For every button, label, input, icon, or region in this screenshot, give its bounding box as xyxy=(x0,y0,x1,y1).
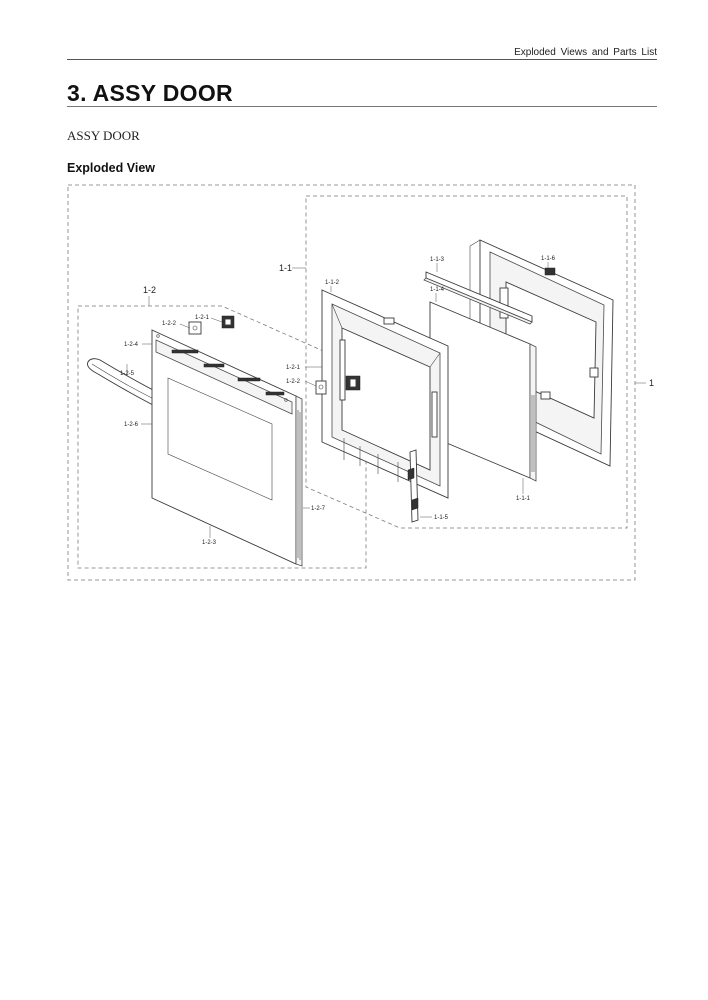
callout-1-2-1-upper: 1-2-1 xyxy=(195,315,210,321)
callout-1-2-1-lower: 1-2-1 xyxy=(286,365,301,371)
callout-1-2-3: 1-2-3 xyxy=(202,540,217,546)
callout-1-1-1: 1-1-1 xyxy=(516,496,531,502)
part-small-bracket-lower xyxy=(315,380,327,395)
callout-1-1: 1-1 xyxy=(279,263,292,273)
callout-1-1-6: 1-1-6 xyxy=(541,256,556,262)
callout-1-2-6: 1-2-6 xyxy=(124,422,139,428)
part-top-bar xyxy=(423,271,533,325)
section-title: 3. ASSY DOOR xyxy=(67,80,233,106)
part-inner-frame xyxy=(321,289,449,499)
section-subtitle: ASSY DOOR xyxy=(67,128,140,143)
callout-1-2-2-lower: 1-2-2 xyxy=(286,379,301,385)
callout-1-1-4: 1-1-4 xyxy=(430,287,445,293)
callout-1-1-2: 1-1-2 xyxy=(325,280,340,286)
callout-1: 1 xyxy=(649,378,654,388)
part-small-bracket-upper xyxy=(188,315,235,335)
callout-1-2-2-upper: 1-2-2 xyxy=(162,321,177,327)
callout-1-1-3: 1-1-3 xyxy=(430,257,445,263)
callout-1-1-5: 1-1-5 xyxy=(434,515,449,521)
assembly-1-boundary xyxy=(67,184,636,581)
part-glass-panel xyxy=(429,301,537,482)
callout-1-2-7: 1-2-7 xyxy=(311,506,326,512)
assembly-1-1-boundary xyxy=(305,195,628,529)
assembly-1-2-boundary xyxy=(77,305,367,569)
part-hinge xyxy=(407,449,419,523)
callout-1-2-4: 1-2-4 xyxy=(124,342,139,348)
running-header: Exploded Views and Parts List xyxy=(514,47,657,58)
header-rule xyxy=(67,59,657,60)
leader-lines xyxy=(126,262,646,538)
callout-labels: 1 1-1 1-2 1-1-3 1-1-6 1-1-2 1-1-4 1-1-1 … xyxy=(120,256,654,546)
part-door-panel xyxy=(151,329,303,567)
callout-1-2: 1-2 xyxy=(143,285,156,295)
callout-1-2-5: 1-2-5 xyxy=(120,371,135,377)
title-rule xyxy=(67,106,657,107)
exploded-view-heading: Exploded View xyxy=(67,161,155,175)
part-hinge-bracket xyxy=(345,375,361,391)
